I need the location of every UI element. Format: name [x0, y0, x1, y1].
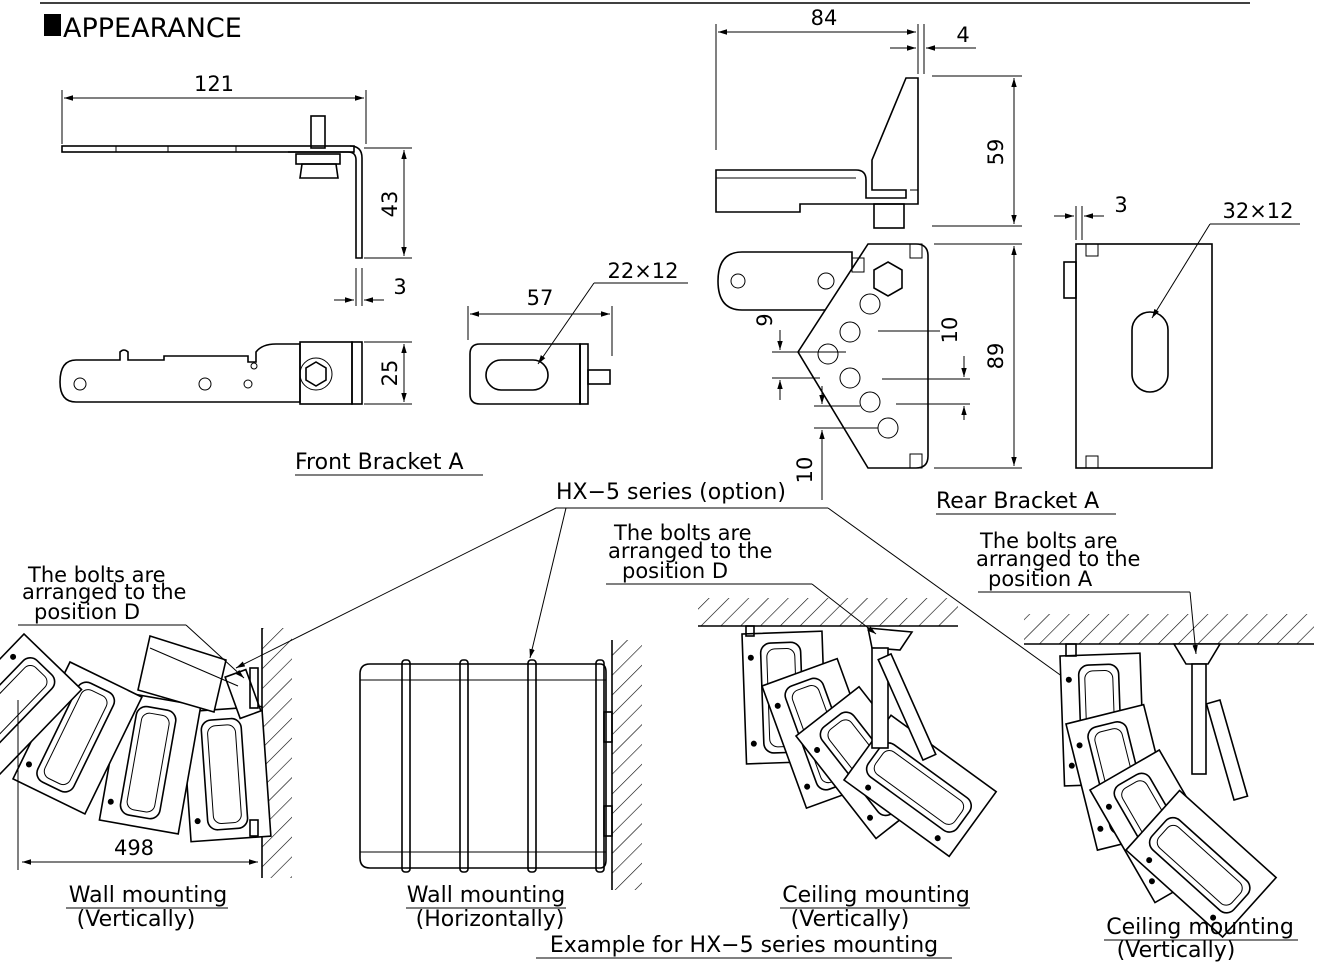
svg-text:position D: position D	[622, 559, 728, 583]
rear-bracket-title: Rear Bracket A	[936, 489, 1099, 514]
rear-bracket-length-dimension: 89	[934, 243, 1022, 469]
dim-10-bottom: 10	[793, 457, 817, 484]
dim-57: 57	[527, 286, 554, 310]
front-bracket-title: Front Bracket A	[295, 450, 464, 475]
ceiling-1-diagram	[698, 598, 997, 858]
ceiling-1-subtitle: (Vertically)	[791, 907, 910, 932]
front-bracket-top-view	[59, 341, 363, 405]
ceiling-1-note: The bolts are arranged to the position D	[606, 521, 877, 635]
front-bracket-side-view	[61, 115, 363, 259]
dim-121: 121	[194, 72, 234, 96]
wall-vertical-subtitle: (Vertically)	[77, 907, 196, 932]
ceiling-2-title: Ceiling mounting	[1106, 915, 1294, 940]
svg-text:position D: position D	[34, 600, 140, 624]
option-callout: HX−5 series (option)	[556, 480, 786, 505]
svg-text:The bolts are: The bolts are	[27, 563, 166, 587]
dim-498: 498	[114, 836, 154, 860]
dim-84: 84	[811, 6, 838, 30]
svg-text:The bolts are: The bolts are	[979, 529, 1118, 553]
footer-caption: Example for HX−5 series mounting	[550, 933, 938, 958]
wall-vertical-note: The bolts are arranged to the position D	[18, 563, 245, 679]
heading: APPEARANCE	[63, 13, 242, 44]
dim-9: 9	[753, 313, 777, 326]
front-bracket-width-dimension: 121	[61, 72, 367, 144]
svg-text:arranged to the: arranged to the	[22, 580, 186, 604]
heading-bullet-icon	[44, 14, 61, 36]
ceiling-2-note: The bolts are arranged to the position A	[976, 529, 1198, 655]
dim-25: 25	[378, 360, 402, 387]
front-bracket-height-dimension: 43	[364, 147, 412, 259]
dim-3-front: 3	[393, 275, 406, 299]
slot-32x12: 32×12	[1222, 199, 1293, 223]
front-bracket-thickness-dimension: 3	[334, 268, 407, 306]
dim-59: 59	[984, 139, 1008, 166]
rear-bracket-width-dimension: 84 4	[715, 6, 976, 150]
svg-text:arranged to the: arranged to the	[608, 539, 772, 563]
front-bracket-detail-view: 57 22×12	[467, 259, 688, 405]
wall-vertical-diagram: 498	[0, 628, 292, 878]
wall-horizontal-title: Wall mounting	[407, 883, 565, 908]
wall-vertical-title: Wall mounting	[69, 883, 227, 908]
wall-horizontal-subtitle: (Horizontally)	[416, 907, 565, 932]
slot-22x12: 22×12	[607, 259, 678, 283]
svg-text:arranged to the: arranged to the	[976, 547, 1140, 571]
ceiling-2-subtitle: (Vertically)	[1117, 938, 1236, 963]
rear-bracket-height-dimension: 59	[932, 75, 1022, 227]
wall-horizontal-diagram	[359, 640, 642, 890]
rear-bracket-side-detail: 3 32×12	[1054, 193, 1300, 469]
dim-3-rear: 3	[1114, 193, 1127, 217]
rear-bracket-pitch-dimensions: 9 10 10	[753, 313, 967, 500]
dim-4: 4	[956, 23, 969, 47]
front-bracket-depth-dimension: 25	[364, 341, 412, 405]
rear-bracket-front-view	[717, 243, 970, 469]
rear-bracket-side-view	[715, 77, 919, 229]
dim-10-right: 10	[938, 317, 962, 344]
ceiling-2-diagram	[1024, 614, 1314, 938]
ceiling-1-title: Ceiling mounting	[782, 883, 970, 908]
svg-text:The bolts are: The bolts are	[613, 521, 752, 545]
dim-89: 89	[984, 343, 1008, 370]
dim-43: 43	[378, 191, 402, 218]
svg-text:position A: position A	[988, 567, 1093, 591]
